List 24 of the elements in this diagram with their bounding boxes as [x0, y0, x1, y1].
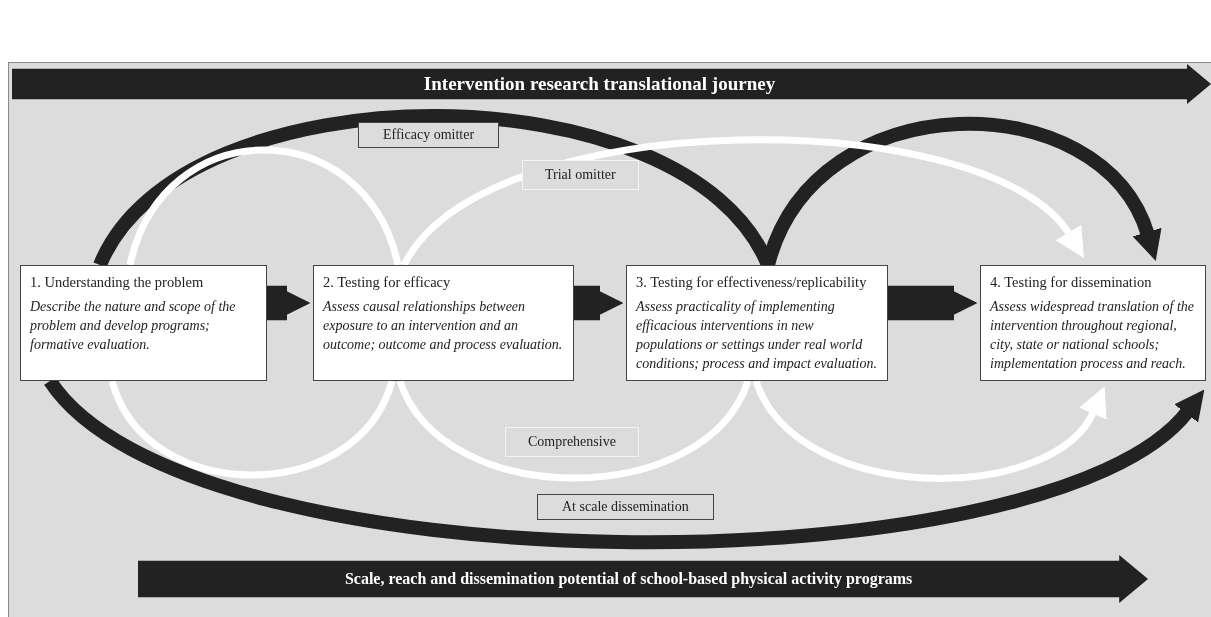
banner-title: Intervention research translational journey: [423, 73, 776, 95]
step-description: Assess widespread translation of the intervention throughout regional, city, state or national schools; implementation process and reach.: [990, 298, 1196, 373]
edge-label: Trial omitter: [522, 160, 639, 190]
step-description: Describe the nature and scope of the problem and develop programs; formative evaluation.: [30, 298, 237, 354]
block-arrow: [574, 285, 624, 321]
banner-arrow: [138, 555, 1148, 603]
process-box: [626, 265, 888, 381]
step-title: 4. Testing for dissemination: [990, 274, 1153, 291]
step-title: 2. Testing for efficacy: [323, 274, 452, 291]
banner-arrow: [12, 64, 1211, 104]
edge-label: At scale dissemination: [537, 494, 714, 520]
step-description: Assess practicality of implementing efficacious interventions in new populations or settings under real world conditions; process and impact evaluation.: [636, 298, 878, 373]
step-description: Assess causal relationships between exposure to an intervention and an outcome; outcome and process evaluation.: [323, 298, 564, 354]
step-title: 1. Understanding the problem: [30, 274, 205, 291]
step-title: 3. Testing for effectiveness/replicability: [636, 274, 868, 291]
block-arrow: [267, 285, 311, 321]
edge-label: Comprehensive: [505, 427, 639, 457]
process-box: [980, 265, 1206, 381]
edge-label: Efficacy omitter: [358, 122, 500, 148]
process-box: [20, 265, 267, 381]
curved-arrow: [752, 379, 1109, 482]
block-arrow: [888, 285, 978, 321]
banner-title: Scale, reach and dissemination potential of school-based physical activity programs: [344, 570, 913, 588]
process-box: [313, 265, 574, 381]
